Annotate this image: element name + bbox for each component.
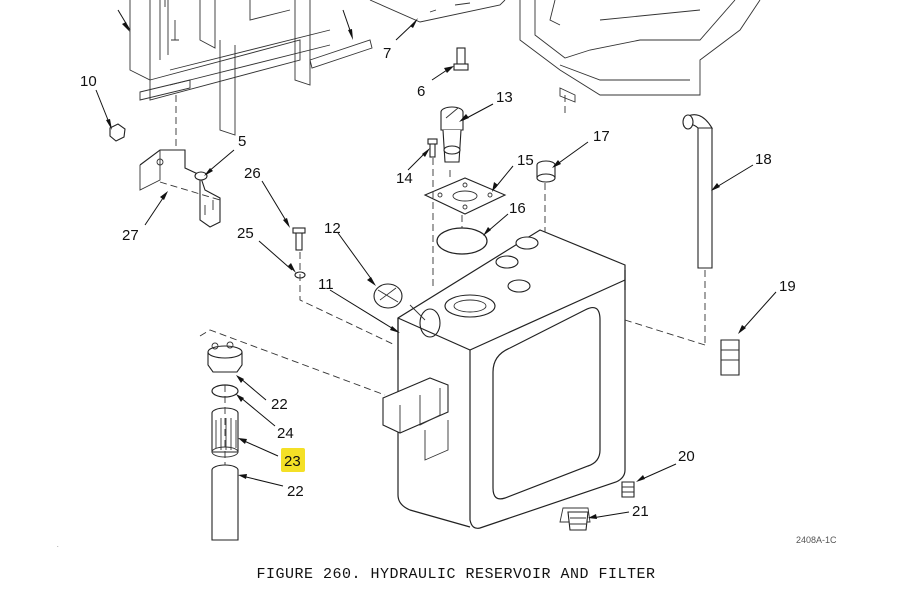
callout-27: 27 (122, 227, 139, 244)
o-ring-16 (436, 227, 488, 255)
leaders (95, 9, 777, 519)
callout-22-upper: 22 (271, 396, 288, 413)
callout-22-lower: 22 (287, 483, 304, 500)
plug-11 (409, 304, 441, 338)
flange-15 (423, 177, 507, 215)
nut-10 (109, 123, 126, 142)
callout-24: 24 (277, 425, 294, 442)
washer-5 (194, 171, 208, 181)
bolt-6 (453, 47, 469, 71)
tube-18 (682, 114, 713, 345)
callout-17: 17 (593, 128, 610, 145)
callout-11: 11 (318, 276, 334, 293)
breather-17 (536, 160, 556, 183)
screw-14 (427, 138, 438, 158)
callout-23-highlight (281, 448, 305, 472)
plug-21 (567, 511, 589, 531)
figure-caption: FIGURE 260. HYDRAULIC RESERVOIR AND FILT… (256, 566, 656, 583)
filter-bowl-22 (211, 464, 239, 541)
callout-18: 18 (755, 151, 772, 168)
callout-16: 16 (509, 200, 526, 217)
bracket-27 (139, 149, 221, 228)
sight-gauge-12 (373, 283, 403, 309)
reservoir-tank (382, 229, 626, 529)
callout-14: 14 (396, 170, 413, 187)
callout-13: 13 (496, 89, 513, 106)
filter-head-22 (207, 341, 243, 373)
upper-frame-assembly (129, 0, 373, 150)
callout-15: 15 (517, 152, 534, 169)
callout-7: 7 (383, 45, 391, 62)
callout-21: 21 (632, 503, 649, 520)
callout-labels: 7 6 10 5 26 25 27 12 11 13 14 15 17 16 1… (80, 45, 796, 520)
callout-10: 10 (80, 73, 97, 90)
bolt-26 (292, 227, 306, 251)
callout-20: 20 (678, 448, 695, 465)
upper-right-structure (519, 0, 761, 115)
callout-26: 26 (244, 165, 261, 182)
filler-cap-13 (440, 106, 464, 163)
callout-12: 12 (324, 220, 341, 237)
callout-6: 6 (417, 83, 425, 100)
callout-25: 25 (237, 225, 254, 242)
callout-19: 19 (779, 278, 796, 295)
cover-panel (369, 0, 506, 23)
callout-23: 23 (284, 453, 301, 470)
drawing-number: 2408A-1C (796, 535, 837, 545)
fitting-19 (720, 339, 740, 376)
plug-20 (621, 481, 635, 498)
callout-5: 5 (238, 133, 246, 150)
stray-mark: . (57, 543, 59, 549)
